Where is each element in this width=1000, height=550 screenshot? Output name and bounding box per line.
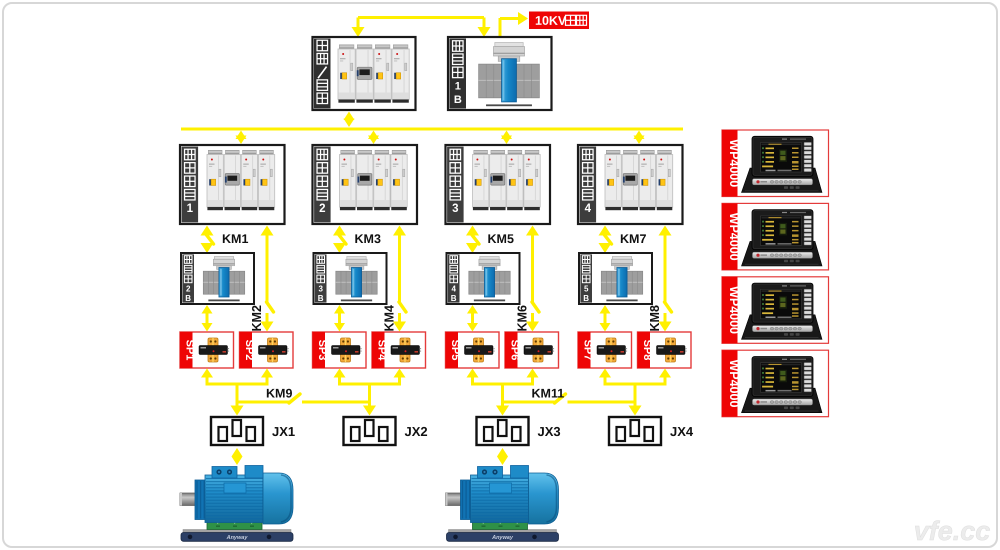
- svg-text:KM7: KM7: [620, 232, 646, 246]
- svg-text:SP7: SP7: [582, 340, 594, 361]
- svg-text:KM6: KM6: [516, 305, 530, 331]
- svg-text:KM11: KM11: [531, 387, 564, 401]
- svg-text:KM2: KM2: [250, 305, 264, 331]
- svg-text:4: 4: [585, 203, 592, 215]
- svg-text:SP3: SP3: [316, 340, 328, 361]
- svg-text:SP4: SP4: [376, 340, 388, 362]
- svg-text:KM5: KM5: [487, 232, 513, 246]
- svg-text:JX1: JX1: [272, 424, 295, 439]
- svg-text:JX2: JX2: [404, 424, 427, 439]
- svg-text:B: B: [318, 294, 324, 303]
- svg-text:WP4000: WP4000: [727, 213, 741, 261]
- svg-text:SP6: SP6: [509, 340, 521, 361]
- svg-text:1: 1: [187, 203, 194, 215]
- svg-text:WP4000: WP4000: [727, 139, 741, 187]
- svg-text:4: 4: [451, 284, 456, 293]
- svg-text:vfe.cc: vfe.cc: [914, 516, 991, 546]
- svg-text:Anyway: Anyway: [491, 535, 514, 541]
- svg-text:WP4000: WP4000: [727, 286, 741, 334]
- svg-text:SP8: SP8: [641, 340, 653, 361]
- svg-text:KM1: KM1: [222, 232, 248, 246]
- svg-text:B: B: [185, 294, 191, 303]
- svg-text:10KV: 10KV: [535, 14, 567, 28]
- svg-text:1: 1: [455, 81, 461, 93]
- svg-text:B: B: [451, 294, 457, 303]
- svg-text:KM3: KM3: [354, 232, 380, 246]
- svg-text:3: 3: [318, 284, 323, 293]
- svg-text:B: B: [583, 294, 589, 303]
- svg-text:2: 2: [319, 203, 325, 215]
- svg-text:KM9: KM9: [266, 387, 292, 401]
- svg-text:Anyway: Anyway: [226, 535, 249, 541]
- svg-text:KM8: KM8: [648, 305, 662, 331]
- svg-text:SP2: SP2: [243, 340, 255, 361]
- svg-text:WP4000: WP4000: [727, 359, 741, 407]
- svg-text:KM4: KM4: [383, 305, 397, 331]
- svg-text:JX4: JX4: [670, 424, 694, 439]
- svg-text:JX3: JX3: [537, 424, 560, 439]
- svg-text:SP5: SP5: [449, 340, 461, 361]
- svg-text:5: 5: [584, 284, 589, 293]
- svg-text:3: 3: [452, 203, 458, 215]
- svg-text:2: 2: [186, 284, 191, 293]
- svg-text:B: B: [454, 94, 462, 106]
- svg-text:SP1: SP1: [184, 340, 196, 361]
